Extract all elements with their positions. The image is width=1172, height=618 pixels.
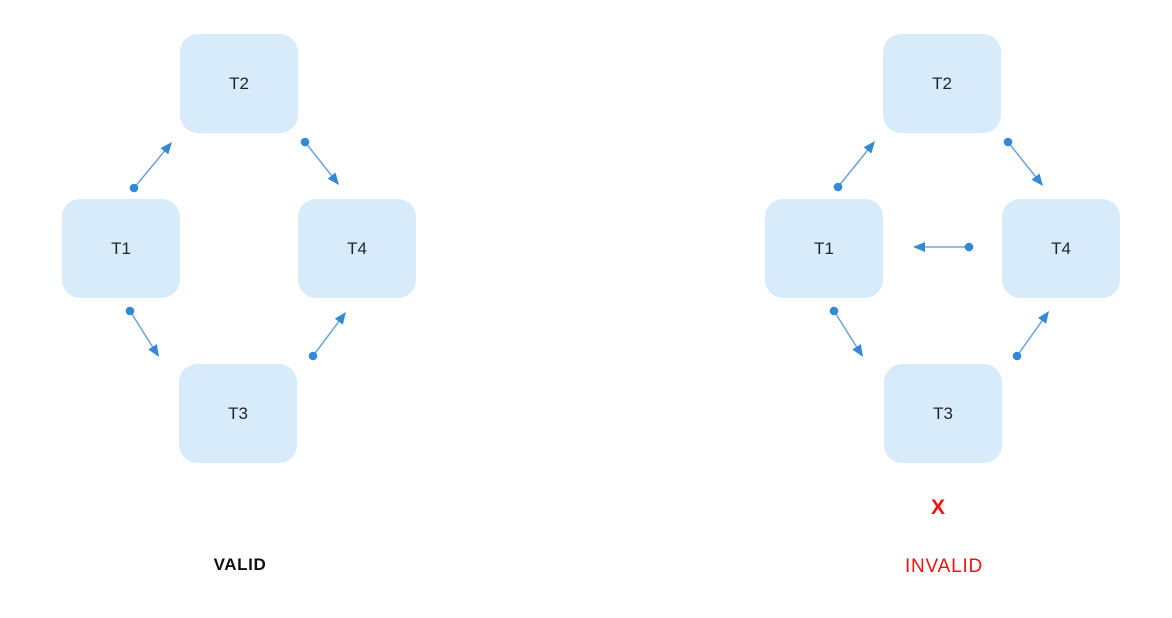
node-t3-valid-schedule: T3 (179, 364, 297, 463)
node-t2-valid-schedule: T2 (180, 34, 298, 133)
edge-t1-to-t2-invalid-schedule (833, 141, 875, 192)
edge-t1-to-t3-valid-schedule (125, 306, 159, 357)
node-t1-invalid-schedule: T1 (765, 199, 883, 298)
edge-t3-to-t4-invalid-schedule (1012, 311, 1049, 361)
edge-t3-to-t4-valid-schedule (308, 312, 346, 361)
valid-caption: VALID (213, 555, 267, 574)
node-t3-invalid-schedule: T3 (884, 364, 1002, 463)
invalid-x-mark: X (930, 496, 945, 519)
edge-t1-to-t2-valid-schedule (129, 142, 172, 193)
node-t2-invalid-schedule: T2 (883, 34, 1001, 133)
edge-t4-to-t1-invalid-schedule (913, 242, 974, 252)
node-t4-valid-schedule: T4 (298, 199, 416, 298)
edge-t2-to-t4-valid-schedule (300, 137, 339, 185)
node-t4-invalid-schedule: T4 (1002, 199, 1120, 298)
node-t1-valid-schedule: T1 (62, 199, 180, 298)
edge-t1-to-t3-invalid-schedule (829, 306, 863, 357)
invalid-caption: INVALID (904, 556, 984, 577)
edge-t2-to-t4-invalid-schedule (1003, 137, 1043, 186)
